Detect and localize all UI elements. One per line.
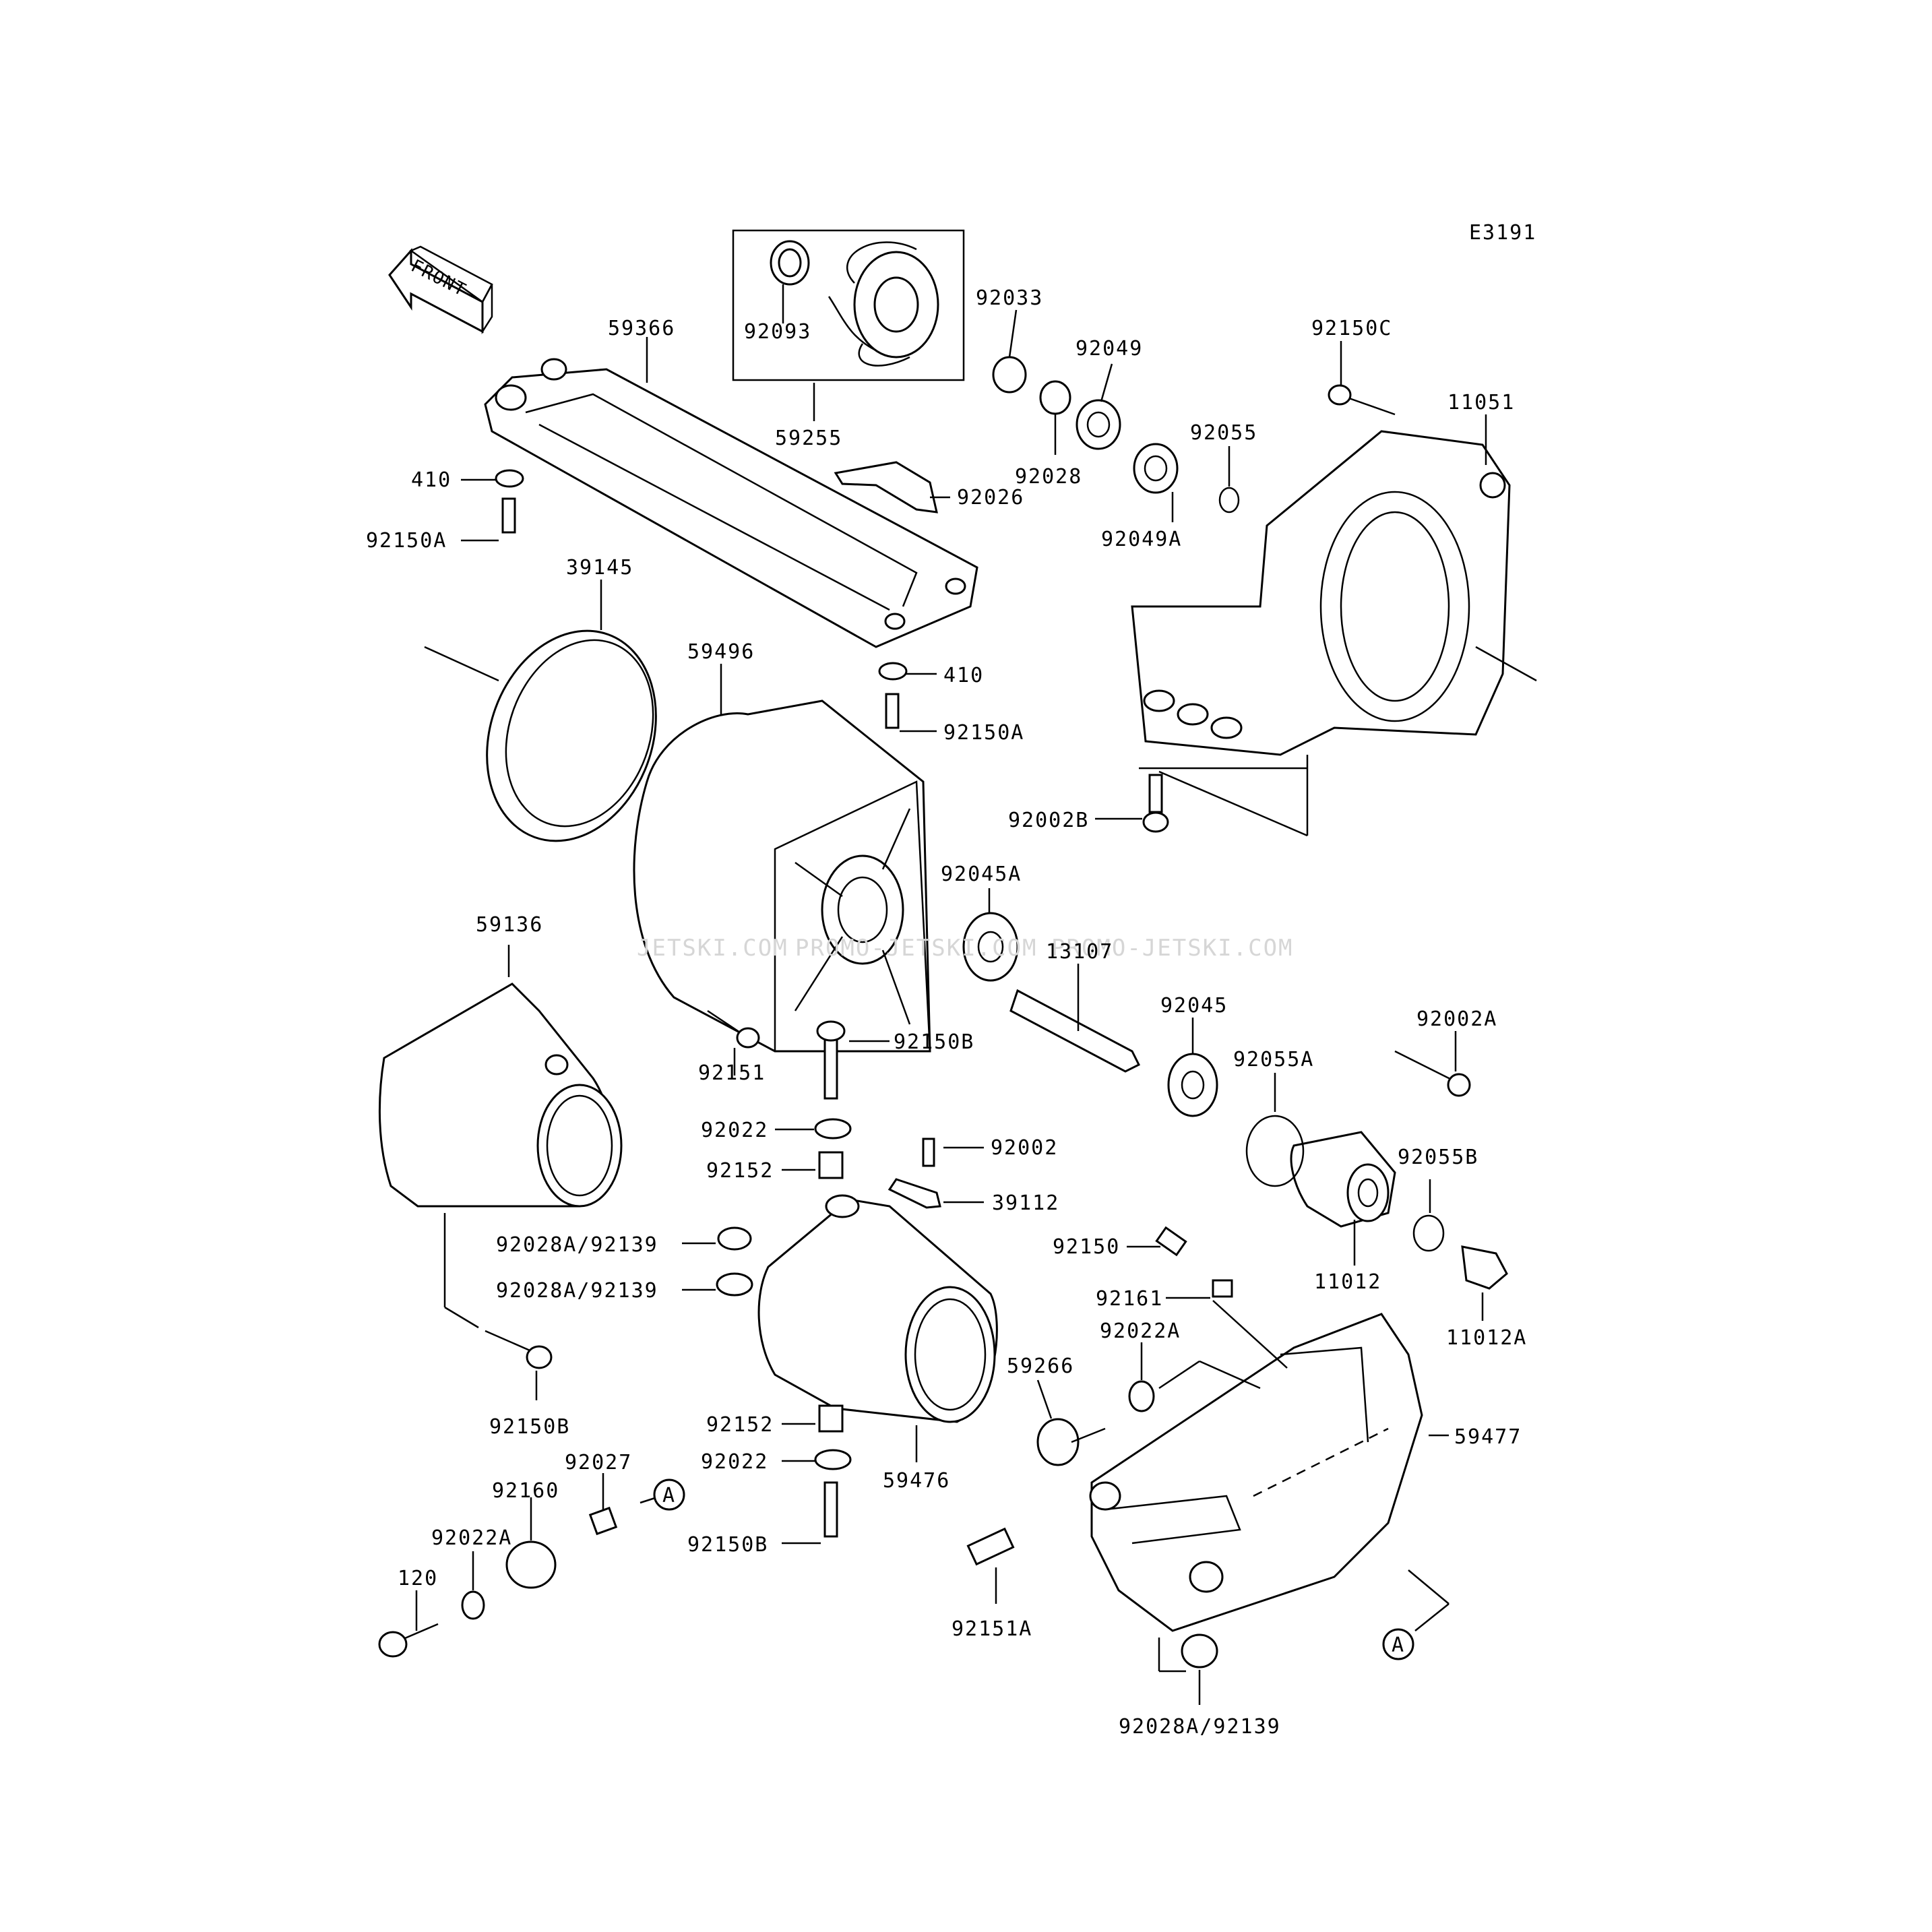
- part-label: 59366: [608, 317, 675, 340]
- part-label: 92049A: [1101, 528, 1182, 551]
- svg-text:A: A: [1392, 1633, 1405, 1657]
- part-labels: 59366 59255 92093 92033 92049 92028 9204…: [366, 286, 1527, 1739]
- pump-body-59496: [633, 699, 931, 1053]
- part-label: 92150: [1053, 1235, 1120, 1259]
- part-label: 120: [398, 1567, 438, 1590]
- part-label: 13107: [1046, 940, 1113, 964]
- part-label: 92045A: [941, 863, 1022, 886]
- part-label: 410: [943, 664, 984, 687]
- impeller-inset: [732, 229, 965, 381]
- part-label: 11012A: [1446, 1326, 1527, 1350]
- part-label: 92150C: [1311, 317, 1392, 340]
- cone-11012: [1290, 1131, 1396, 1228]
- part-label: 92150A: [366, 529, 447, 553]
- part-label: 410: [411, 468, 451, 492]
- callout-a-right: A: [1382, 1628, 1414, 1660]
- part-label: 92022A: [1100, 1319, 1181, 1343]
- callout-a-left: A: [653, 1478, 685, 1511]
- part-label: 92151A: [952, 1617, 1032, 1641]
- leader-lines: [415, 284, 1537, 1705]
- part-label: 92151: [698, 1061, 766, 1085]
- steering-nozzle-59477: [1089, 1313, 1423, 1632]
- part-label: 59255: [775, 427, 842, 450]
- part-label: 59136: [476, 913, 543, 937]
- part-label: 92033: [976, 286, 1043, 310]
- part-label: 92049: [1076, 337, 1143, 361]
- part-label: 92161: [1096, 1287, 1163, 1311]
- part-label: 92055: [1190, 421, 1257, 445]
- part-label: 92028: [1015, 465, 1082, 489]
- part-label: 92028A/92139: [1119, 1715, 1281, 1739]
- part-label: 92045: [1160, 994, 1228, 1018]
- part-label: 59477: [1454, 1425, 1522, 1449]
- diagram-code: E3191: [1469, 221, 1536, 245]
- reducer-59136: [378, 983, 623, 1208]
- part-label: 92152: [706, 1159, 774, 1183]
- part-label: 92026: [957, 486, 1024, 509]
- part-label: 59496: [687, 640, 755, 664]
- small-parts: [378, 356, 1508, 1669]
- nozzle-59476: [757, 1194, 998, 1423]
- part-label: 92160: [492, 1479, 559, 1503]
- part-label: 92055A: [1233, 1048, 1314, 1071]
- watermark-1: JETSKI.COM: [637, 935, 788, 962]
- part-label: 11012: [1314, 1270, 1381, 1294]
- part-label: 92150B: [894, 1030, 974, 1054]
- part-label: 92002A: [1416, 1007, 1497, 1031]
- part-label: 92002: [991, 1136, 1058, 1160]
- watermark-3: PROMO-JETSKI.COM: [1051, 935, 1294, 962]
- part-label: 92150B: [489, 1415, 570, 1439]
- housing-11051: [1131, 430, 1511, 756]
- part-label: 92022A: [431, 1526, 512, 1550]
- part-label: 92055B: [1398, 1146, 1478, 1169]
- part-label: 92093: [744, 320, 811, 344]
- part-label: 92022: [701, 1119, 768, 1142]
- part-label: 92150B: [687, 1533, 768, 1557]
- part-label: 92152: [706, 1413, 774, 1437]
- part-label: 92027: [565, 1451, 632, 1474]
- part-label: 39145: [566, 556, 633, 580]
- part-label: 59476: [883, 1469, 950, 1493]
- part-label: 39112: [992, 1191, 1059, 1215]
- part-label: 92150A: [943, 721, 1024, 745]
- svg-text:A: A: [662, 1484, 676, 1507]
- part-label: 92028A/92139: [496, 1233, 658, 1257]
- part-label: 59266: [1007, 1354, 1074, 1378]
- ring-39145: [486, 629, 657, 842]
- part-label: 92022: [701, 1450, 768, 1474]
- watermark-2: PROMO-JETSKI.COM: [795, 935, 1038, 962]
- part-label: 92002B: [1008, 809, 1089, 832]
- part-label: 92028A/92139: [496, 1279, 658, 1303]
- pump-cover-plate: [484, 358, 978, 648]
- front-arrow-icon: FRONT: [388, 245, 493, 335]
- part-label: 11051: [1447, 391, 1515, 414]
